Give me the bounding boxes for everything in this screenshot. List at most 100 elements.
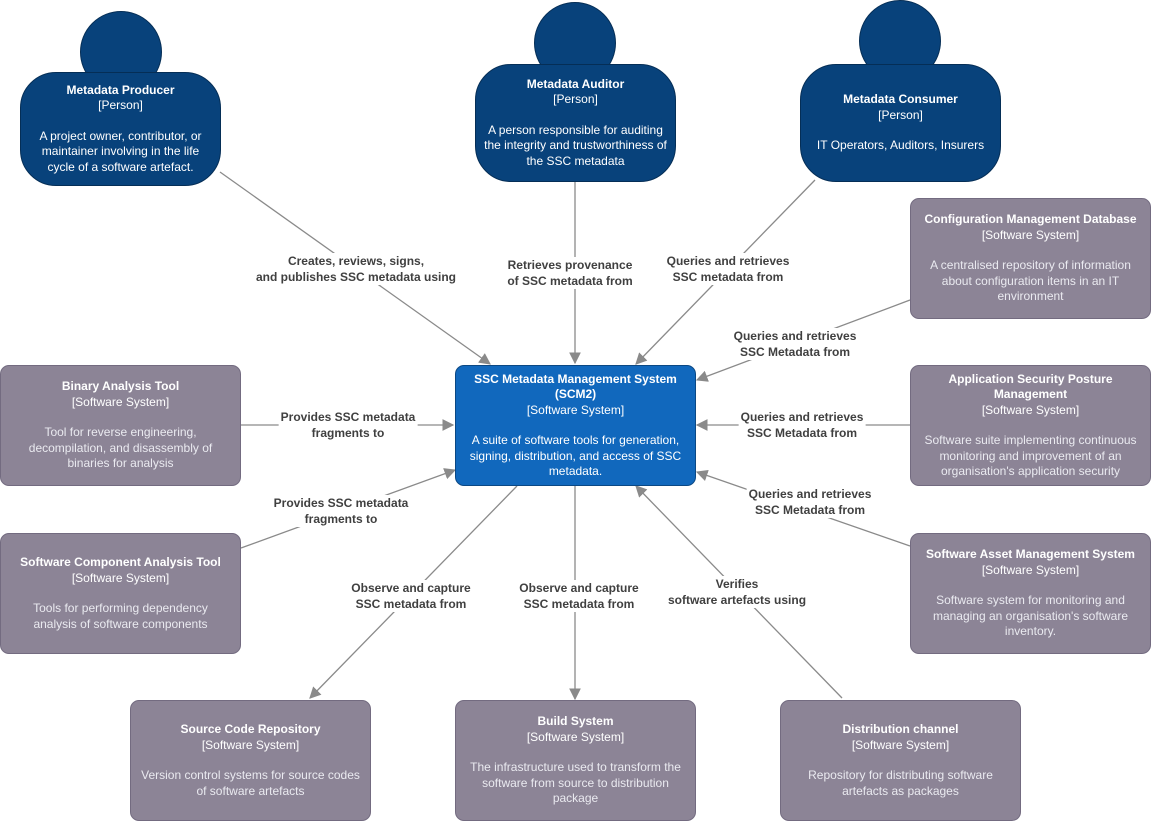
sca-tool-node[interactable]: Software Component Analysis Tool [Softwa…	[0, 533, 241, 654]
build-system-node[interactable]: Build System [Software System] The infra…	[455, 700, 696, 821]
binary-analysis-desc-3: binaries for analysis	[67, 456, 174, 471]
source-code-repo-type: [Software System]	[201, 737, 300, 752]
scm2-type: [Software System]	[526, 402, 625, 417]
sam-desc-1: Software system for monitoring and	[936, 593, 1125, 608]
source-code-repo-desc-1: Version control systems for source codes	[141, 768, 360, 782]
scm2-title-1: SSC Metadata Management System	[474, 371, 677, 386]
binary-analysis-desc-1: Tool for reverse engineering,	[44, 425, 197, 440]
sam-desc-2: managing an organisation's software	[932, 608, 1129, 623]
edge-label-sca-line-2: fragments to	[304, 512, 378, 526]
scm2-title-2: (SCM2)	[554, 387, 597, 401]
source-code-repo-desc-2: of software artefacts	[196, 783, 305, 798]
edge-label-sca: Provides SSC metadata fragments to	[271, 495, 411, 527]
sam-node[interactable]: Software Asset Management System [Softwa…	[910, 533, 1151, 654]
edge-label-cmdb-line-1: Queries and retrieves	[733, 329, 857, 343]
sca-tool-desc-1: Tools for performing dependency	[33, 601, 208, 615]
edge-label-scr: Observe and capture SSC metadata from	[349, 580, 473, 612]
sca-tool-title: Software Component Analysis Tool	[20, 555, 221, 569]
sam-desc-3: inventory.	[1004, 624, 1057, 639]
metadata-consumer-desc-1: IT Operators, Auditors, Insurers	[816, 138, 985, 153]
source-code-repo-node[interactable]: Source Code Repository [Software System]…	[130, 700, 371, 821]
edge-label-auditor-line-1: Retrieves provenance	[507, 258, 633, 272]
edge-label-build-line-2: SSC metadata from	[523, 597, 635, 611]
metadata-auditor-type: [Person]	[553, 92, 598, 107]
sca-tool-desc-2: analysis of software components	[33, 616, 208, 631]
edge-label-binary: Provides SSC metadata fragments to	[278, 409, 418, 441]
cmdb-desc-1: A centralised repository of information	[930, 258, 1131, 273]
edge-label-dist-line-2: software artefacts using	[667, 593, 807, 607]
edge-label-sam-line-1: Queries and retrieves	[748, 487, 872, 501]
edge-label-dist: Verifies software artefacts using	[665, 576, 809, 608]
edge-label-auditor-line-2: of SSC metadata from	[507, 274, 633, 288]
metadata-consumer-node[interactable]: Metadata Consumer [Person] IT Operators,…	[800, 64, 1001, 182]
distribution-channel-type: [Software System]	[851, 737, 950, 752]
aspm-desc-1: Software suite implementing continuous	[924, 433, 1137, 447]
aspm-title-2: Management	[993, 387, 1068, 401]
edge-label-aspm-line-1: Queries and retrieves	[740, 410, 864, 424]
edge-label-producer: Creates, reviews, signs, and publishes S…	[253, 253, 459, 285]
build-system-title: Build System	[537, 714, 614, 729]
edge-label-binary-line-2: fragments to	[311, 426, 385, 440]
metadata-consumer-title: Metadata Consumer	[843, 92, 958, 107]
distribution-channel-desc-1: Repository for distributing software	[808, 768, 993, 782]
edge-label-scr-line-2: SSC metadata from	[355, 597, 467, 611]
distribution-channel-node[interactable]: Distribution channel [Software System] R…	[780, 700, 1021, 821]
edge-label-auditor: Retrieves provenance of SSC metadata fro…	[505, 257, 635, 289]
build-system-desc-1: The infrastructure used to transform the	[470, 760, 681, 775]
cmdb-desc-2: about configuration items in an IT	[941, 273, 1120, 288]
aspm-title-1: Application Security Posture	[948, 371, 1113, 386]
edge-label-consumer-line-2: SSC metadata from	[672, 270, 784, 284]
metadata-producer-desc-3: cycle of a software artefact.	[47, 159, 194, 174]
binary-analysis-node[interactable]: Binary Analysis Tool [Software System] T…	[0, 365, 241, 486]
distribution-channel-title: Distribution channel	[842, 722, 959, 736]
edge-label-cmdb-line-2: SSC Metadata from	[739, 345, 851, 359]
edge-label-aspm: Queries and retrieves SSC Metadata from	[738, 409, 866, 441]
cmdb-desc-3: environment	[997, 289, 1064, 304]
build-system-type: [Software System]	[526, 729, 625, 744]
edge-label-sam-line-2: SSC Metadata from	[754, 503, 866, 517]
aspm-type: [Software System]	[981, 402, 1080, 417]
aspm-desc-2: monitoring and improvement of an	[939, 448, 1122, 463]
aspm-desc-3: organisation's application security	[940, 464, 1121, 478]
scm2-desc-2: signing, distribution, and access of SSC	[469, 448, 682, 463]
metadata-producer-desc-2: maintainer involving in the life	[41, 144, 200, 159]
edge-label-binary-line-1: Provides SSC metadata	[280, 410, 416, 424]
edge-label-scr-line-1: Observe and capture	[351, 581, 471, 595]
edge-label-aspm-line-2: SSC Metadata from	[746, 426, 858, 440]
scm2-core-node[interactable]: SSC Metadata Management System (SCM2) [S…	[455, 365, 696, 486]
build-system-desc-2: software from source to distribution	[482, 775, 669, 790]
source-code-repo-title: Source Code Repository	[180, 722, 321, 736]
scm2-desc-3: metadata.	[548, 464, 603, 478]
edge-label-build: Observe and capture SSC metadata from	[517, 580, 641, 612]
edge-label-consumer: Queries and retrieves SSC metadata from	[664, 253, 792, 285]
metadata-producer-node[interactable]: Metadata Producer [Person] A project own…	[20, 72, 221, 186]
metadata-auditor-title: Metadata Auditor	[526, 76, 625, 91]
edge-label-cmdb: Queries and retrieves SSC Metadata from	[731, 328, 859, 360]
build-system-desc-3: package	[552, 791, 599, 806]
binary-analysis-desc-2: decompilation, and disassembly of	[28, 440, 213, 455]
cmdb-type: [Software System]	[981, 227, 1080, 242]
binary-analysis-type: [Software System]	[71, 394, 170, 409]
metadata-auditor-desc-1: A person responsible for auditing	[488, 122, 663, 137]
cmdb-title: Configuration Management Database	[924, 212, 1137, 227]
binary-analysis-title: Binary Analysis Tool	[61, 379, 180, 394]
distribution-channel-desc-2: artefacts as packages	[842, 783, 959, 798]
edge-label-producer-line-2: and publishes SSC metadata using	[255, 270, 457, 284]
metadata-consumer-type: [Person]	[878, 107, 923, 122]
sam-title: Software Asset Management System	[926, 547, 1135, 562]
metadata-auditor-desc-3: the SSC metadata	[526, 153, 625, 168]
aspm-node[interactable]: Application Security Posture Management …	[910, 365, 1151, 486]
edge-label-build-line-1: Observe and capture	[519, 581, 639, 595]
metadata-producer-title: Metadata Producer	[66, 82, 175, 97]
edge-label-consumer-line-1: Queries and retrieves	[666, 254, 790, 268]
edge-label-producer-line-1: Creates, reviews, signs,	[287, 254, 425, 268]
sca-tool-type: [Software System]	[71, 570, 170, 585]
edge-label-sam: Queries and retrieves SSC Metadata from	[746, 486, 874, 518]
edge-label-dist-line-1: Verifies	[715, 577, 759, 591]
cmdb-node[interactable]: Configuration Management Database [Softw…	[910, 198, 1151, 319]
metadata-auditor-desc-2: the integrity and trustworthiness of	[484, 138, 667, 153]
sam-type: [Software System]	[981, 562, 1080, 577]
scm2-desc-1: A suite of software tools for generation…	[471, 433, 680, 447]
metadata-auditor-node[interactable]: Metadata Auditor [Person] A person respo…	[475, 64, 676, 182]
edge-label-sca-line-1: Provides SSC metadata	[273, 496, 409, 510]
